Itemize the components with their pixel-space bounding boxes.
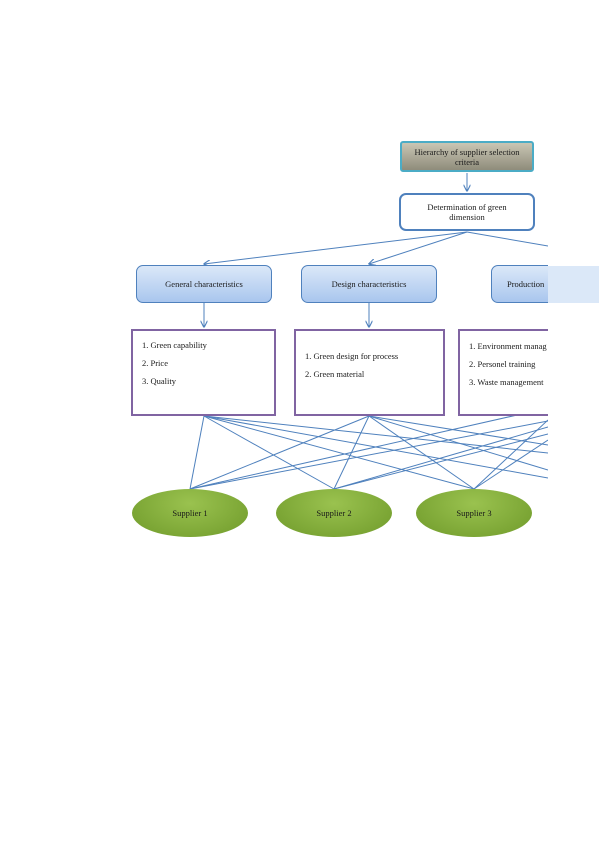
criteria-design: 1. Green design for process 2. Green mat… xyxy=(294,329,445,416)
link xyxy=(473,439,548,490)
dimension-node: Determination of green dimension xyxy=(399,193,535,231)
criterion-item: 3. Waste management xyxy=(469,377,544,387)
category-design: Design characteristics xyxy=(301,265,437,303)
link xyxy=(333,433,548,490)
criterion-item: 2. Personel training xyxy=(469,359,536,369)
link xyxy=(203,415,335,490)
link xyxy=(203,415,548,454)
criterion-item: 1. Environment manag xyxy=(469,341,547,351)
category-label: General characteristics xyxy=(165,279,243,289)
link xyxy=(473,419,548,490)
connector-layer xyxy=(189,173,548,490)
supplier-node-1: Supplier 1 xyxy=(132,489,248,537)
dimension-to-design-arrow xyxy=(369,231,468,264)
criterion-item: 1. Green capability xyxy=(142,340,207,350)
supplier-node-3: Supplier 3 xyxy=(416,489,532,537)
link xyxy=(189,415,370,490)
link xyxy=(368,415,548,471)
category-label: Design characteristics xyxy=(331,279,407,289)
link xyxy=(368,415,548,446)
supplier-label: Supplier 2 xyxy=(316,508,352,518)
dimension-to-general-arrow xyxy=(204,231,468,264)
criterion-item: 1. Green design for process xyxy=(305,351,399,361)
criterion-item: 2. Price xyxy=(142,358,168,368)
link xyxy=(189,415,205,490)
criteria-production: 1. Environment manag 2. Personel trainin… xyxy=(458,329,548,416)
criterion-item: 2. Green material xyxy=(305,369,365,379)
supplier-label: Supplier 1 xyxy=(172,508,208,518)
link xyxy=(333,426,548,490)
dimension-node-label: Determination of green dimension xyxy=(427,202,507,222)
supplier-label: Supplier 3 xyxy=(456,508,492,518)
link xyxy=(189,407,548,490)
side-panel-tab[interactable] xyxy=(548,266,599,303)
link xyxy=(368,415,475,490)
dimension-to-production-arrow xyxy=(466,231,548,247)
diagram-viewport: Hierarchy of supplier selection criteria… xyxy=(131,141,548,537)
category-label: Production char xyxy=(507,279,548,289)
criterion-item: 3. Quality xyxy=(142,376,176,386)
link xyxy=(189,420,548,490)
category-general: General characteristics xyxy=(136,265,272,303)
supplier-node-2: Supplier 2 xyxy=(276,489,392,537)
root-node: Hierarchy of supplier selection criteria xyxy=(400,141,534,172)
category-production: Production char xyxy=(491,265,548,303)
root-node-label: Hierarchy of supplier selection criteria xyxy=(414,146,520,167)
link xyxy=(203,415,475,490)
criteria-general: 1. Green capability 2. Price 3. Quality xyxy=(131,329,276,416)
